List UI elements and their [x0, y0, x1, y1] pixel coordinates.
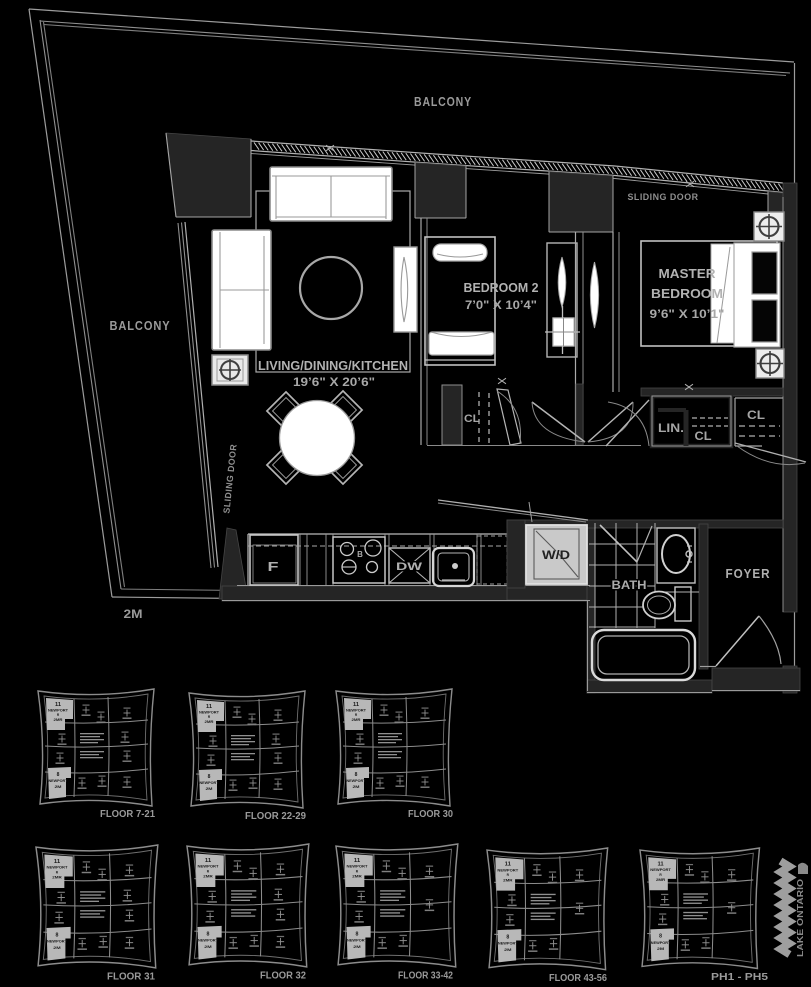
svg-text:CL: CL — [747, 408, 765, 422]
svg-text:2M: 2M — [353, 785, 360, 789]
svg-text:FLOOR 30: FLOOR 30 — [408, 809, 453, 820]
svg-text:BEDROOM 2: BEDROOM 2 — [464, 280, 539, 295]
svg-text:8: 8 — [57, 772, 60, 778]
svg-text:FLOOR 33-42: FLOOR 33-42 — [398, 970, 453, 981]
svg-text:FLOOR 32: FLOOR 32 — [260, 970, 306, 981]
svg-text:FLOOR 43-56: FLOOR 43-56 — [549, 973, 607, 984]
svg-text:2M: 2M — [55, 785, 62, 789]
svg-text:R: R — [659, 873, 662, 877]
svg-text:8: 8 — [207, 931, 210, 937]
svg-text:NEWPORT: NEWPORT — [347, 865, 369, 869]
svg-text:11: 11 — [658, 862, 664, 868]
svg-text:2MR: 2MR — [503, 878, 513, 882]
svg-text:NEWPORT: NEWPORT — [199, 711, 219, 715]
svg-text:2M: 2M — [206, 787, 213, 791]
svg-text:FLOOR 22-29: FLOOR 22-29 — [245, 811, 306, 822]
svg-text:7’0" X 10’4": 7’0" X 10’4" — [465, 298, 537, 312]
svg-text:2M: 2M — [504, 948, 511, 952]
svg-text:NEWPORT: NEWPORT — [48, 709, 68, 713]
svg-text:BALCONY: BALCONY — [110, 319, 171, 333]
svg-text:2MR: 2MR — [54, 718, 64, 722]
svg-text:8: 8 — [355, 772, 358, 778]
svg-text:11: 11 — [54, 859, 60, 865]
svg-text:2MR: 2MR — [205, 720, 215, 724]
svg-text:LIVING/DINING/KITCHEN: LIVING/DINING/KITCHEN — [258, 358, 408, 373]
svg-text:BEDROOM: BEDROOM — [651, 287, 723, 301]
svg-text:NEWPORT: NEWPORT — [346, 709, 366, 713]
svg-text:R: R — [507, 873, 510, 877]
svg-text:NEWPORT: NEWPORT — [650, 868, 671, 872]
svg-text:R: R — [355, 713, 358, 717]
svg-text:CL: CL — [464, 413, 480, 425]
svg-text:R: R — [356, 869, 359, 873]
svg-text:SLIDING DOOR: SLIDING DOOR — [628, 192, 699, 202]
svg-text:11: 11 — [505, 862, 511, 868]
svg-text:R: R — [57, 713, 60, 717]
svg-text:19’6" X 20’6": 19’6" X 20’6" — [293, 375, 375, 389]
svg-text:9’6" X 10’1": 9’6" X 10’1" — [650, 307, 725, 321]
svg-text:R: R — [208, 715, 211, 719]
svg-text:NEWPORT: NEWPORT — [198, 865, 220, 869]
svg-text:2MR: 2MR — [203, 875, 213, 879]
svg-text:2M: 2M — [124, 609, 143, 621]
svg-text:2MR: 2MR — [352, 718, 362, 722]
svg-text:2M: 2M — [53, 946, 60, 950]
svg-text:BALCONY: BALCONY — [414, 95, 472, 109]
svg-text:NEWPORT: NEWPORT — [47, 940, 68, 944]
svg-text:FLOOR 31: FLOOR 31 — [107, 971, 155, 982]
svg-text:11: 11 — [353, 702, 359, 708]
svg-text:NEWPORT: NEWPORT — [198, 939, 219, 943]
svg-text:CL: CL — [695, 431, 712, 443]
svg-text:LAKE ONTARIO: LAKE ONTARIO — [795, 879, 805, 957]
svg-text:NEWPORT: NEWPORT — [347, 939, 368, 943]
svg-text:8: 8 — [208, 774, 211, 780]
svg-text:NEWPORT: NEWPORT — [49, 779, 68, 783]
svg-text:2MR: 2MR — [656, 878, 666, 882]
svg-text:2MR: 2MR — [52, 876, 62, 880]
svg-text:FLOOR 7-21: FLOOR 7-21 — [100, 809, 155, 820]
svg-text:MASTER: MASTER — [659, 267, 716, 281]
svg-text:R: R — [207, 869, 210, 873]
svg-text:PH1 - PH5: PH1 - PH5 — [711, 972, 769, 983]
svg-text:W/D: W/D — [542, 548, 570, 562]
svg-text:2M: 2M — [353, 945, 360, 949]
svg-text:8: 8 — [56, 932, 59, 938]
svg-text:NEWPORT: NEWPORT — [47, 866, 69, 870]
svg-text:NEWPORT: NEWPORT — [200, 781, 219, 785]
svg-text:DW: DW — [396, 561, 423, 573]
svg-text:LIN.: LIN. — [658, 423, 684, 435]
svg-text:BATH: BATH — [612, 578, 647, 592]
svg-text:11: 11 — [55, 702, 61, 708]
svg-text:NEWPORT: NEWPORT — [497, 868, 518, 872]
svg-text:8: 8 — [659, 934, 662, 940]
svg-text:F: F — [268, 559, 279, 574]
svg-text:R: R — [56, 870, 59, 874]
svg-text:2M: 2M — [204, 945, 211, 949]
svg-text:11: 11 — [205, 858, 211, 864]
svg-text:NEWPORT: NEWPORT — [347, 779, 366, 783]
svg-text:FOYER: FOYER — [726, 567, 771, 581]
svg-text:8: 8 — [356, 931, 359, 937]
svg-text:NEWPORT: NEWPORT — [651, 941, 671, 945]
svg-text:8: 8 — [506, 934, 509, 940]
svg-text:2M: 2M — [657, 947, 664, 951]
svg-text:NEWPORT: NEWPORT — [498, 942, 518, 946]
svg-text:11: 11 — [354, 858, 360, 864]
svg-text:2MR: 2MR — [352, 875, 362, 879]
svg-text:B: B — [357, 550, 363, 559]
svg-text:11: 11 — [206, 704, 212, 710]
